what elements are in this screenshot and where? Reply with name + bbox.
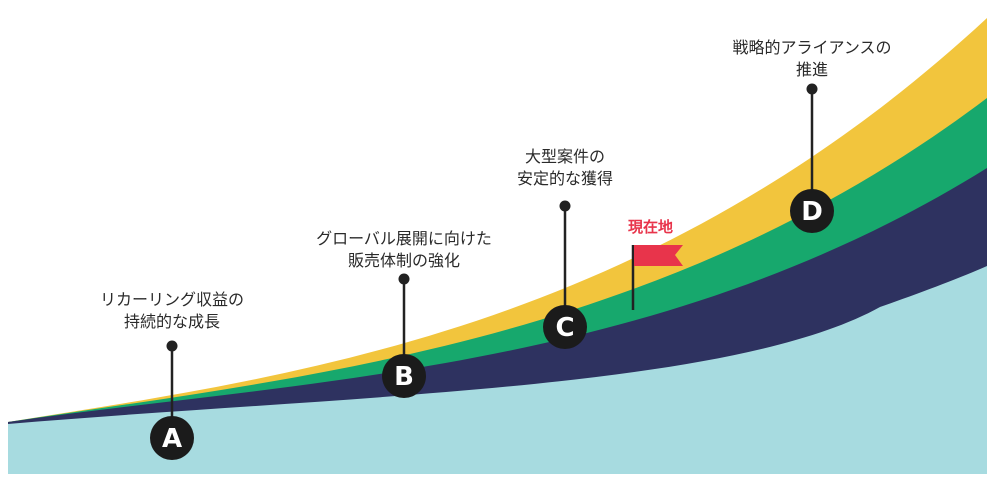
milestone-letter: D xyxy=(801,197,823,227)
milestone-c: C xyxy=(543,200,587,349)
milestone-dot xyxy=(806,83,818,95)
growth-band-base xyxy=(8,266,987,474)
flag-icon xyxy=(634,245,683,266)
milestone-b-label: グローバル展開に向けた 販売体制の強化 xyxy=(289,228,519,272)
milestone-c-label: 大型案件の 安定的な獲得 xyxy=(475,146,655,190)
milestone-d-label: 戦略的アライアンスの 推進 xyxy=(707,37,917,81)
milestone-letter: C xyxy=(555,313,574,343)
milestone-badge xyxy=(790,189,834,233)
milestone-c-label-line2: 安定的な獲得 xyxy=(516,169,613,188)
milestone-letter: B xyxy=(394,362,414,392)
milestone-a-label: リカーリング収益の 持続的な成長 xyxy=(72,289,272,333)
milestone-dot xyxy=(559,200,571,212)
milestone-badge xyxy=(382,354,426,398)
milestone-a-label-line2: 持続的な成長 xyxy=(123,312,220,331)
milestone-letter: A xyxy=(162,424,182,454)
milestone-badge xyxy=(150,416,194,460)
milestone-b: B xyxy=(382,273,426,398)
milestone-b-label-line2: 販売体制の強化 xyxy=(347,251,460,270)
milestone-a-label-line1: リカーリング収益の xyxy=(99,290,244,309)
milestone-badge xyxy=(543,305,587,349)
milestone-a: A xyxy=(150,340,194,460)
milestone-dot xyxy=(166,340,178,352)
milestone-d-label-line2: 推進 xyxy=(795,60,828,79)
current-position-label: 現在地 xyxy=(628,218,674,236)
milestone-dot xyxy=(398,273,410,285)
milestone-b-label-line1: グローバル展開に向けた xyxy=(316,229,492,248)
current-position-flag xyxy=(631,245,683,310)
milestone-d-label-line1: 戦略的アライアンスの xyxy=(732,38,892,57)
milestone-d: D xyxy=(790,83,834,233)
milestone-c-label-line1: 大型案件の xyxy=(524,147,605,166)
